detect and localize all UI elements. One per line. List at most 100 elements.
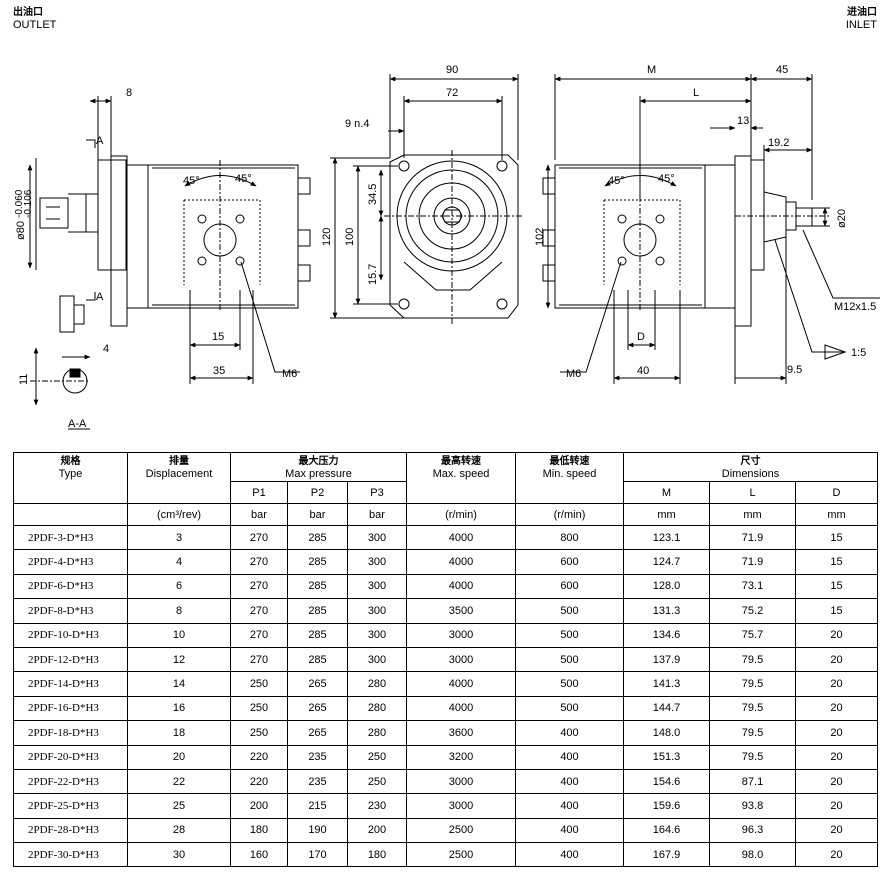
cell-displacement: 12 bbox=[127, 646, 231, 673]
header-dimensions: 尺寸 Dimensions bbox=[623, 452, 878, 482]
cell-type: 2PDF-28-D*H3 bbox=[13, 817, 128, 844]
header-maxspeed-cn: 最高转速 bbox=[441, 456, 481, 467]
header-type: 规格 Type bbox=[13, 452, 128, 504]
dim-72-text: 72 bbox=[446, 87, 458, 99]
cell-max-speed: 4000 bbox=[406, 671, 516, 697]
cell-p3: 250 bbox=[347, 744, 407, 770]
taper-text: 1:5 bbox=[851, 347, 866, 359]
cell-dim-l: 75.2 bbox=[709, 598, 796, 624]
dim-100-text: 100 bbox=[344, 228, 356, 246]
cell-p1: 250 bbox=[230, 695, 288, 722]
right-side-view bbox=[542, 74, 880, 384]
right-angle-1-text: 45° bbox=[608, 175, 625, 187]
cell-displacement: 6 bbox=[127, 573, 231, 600]
thread-m6-text: M6 bbox=[282, 368, 297, 380]
cell-p1: 180 bbox=[230, 817, 288, 844]
cell-p1: 220 bbox=[230, 744, 288, 770]
pump-drawing: 8 A A ø80 -0.060 -0.106 45° 45° 15 35 M6… bbox=[14, 64, 880, 430]
cell-dim-d: 20 bbox=[795, 622, 878, 648]
cell-type: 2PDF-14-D*H3 bbox=[13, 671, 128, 697]
outlet-label-cn: 出油口 bbox=[13, 7, 43, 18]
cell-max-speed: 3600 bbox=[406, 720, 516, 746]
cell-type: 2PDF-4-D*H3 bbox=[13, 549, 128, 575]
cell-min-speed: 800 bbox=[515, 524, 624, 551]
cell-min-speed: 400 bbox=[515, 842, 624, 868]
cell-p1: 160 bbox=[230, 842, 288, 868]
cell-p2: 235 bbox=[287, 768, 348, 795]
cell-p1: 270 bbox=[230, 598, 288, 624]
cell-dim-l: 79.5 bbox=[709, 744, 796, 770]
dim-90-text: 90 bbox=[446, 64, 458, 76]
cell-min-speed: 400 bbox=[515, 744, 624, 770]
cell-dim-m: 134.6 bbox=[623, 622, 710, 648]
cell-p2: 265 bbox=[287, 671, 348, 697]
cell-dim-l: 71.9 bbox=[709, 549, 796, 575]
cell-displacement: 10 bbox=[127, 622, 231, 648]
cell-min-speed: 500 bbox=[515, 695, 624, 722]
dim-40-text: 40 bbox=[637, 365, 649, 377]
header-maxspeed-en: Max. speed bbox=[432, 468, 490, 480]
section-a-top: A bbox=[96, 135, 104, 147]
cell-p3: 300 bbox=[347, 646, 407, 673]
cell-p2: 285 bbox=[287, 524, 348, 551]
cell-dim-m: 144.7 bbox=[623, 695, 710, 722]
dim-35-text: 35 bbox=[213, 365, 225, 377]
shaft-tol-top: -0.060 bbox=[14, 189, 25, 218]
cell-type: 2PDF-25-D*H3 bbox=[13, 793, 128, 819]
cell-type: 2PDF-8-D*H3 bbox=[13, 598, 128, 624]
cell-dim-m: 148.0 bbox=[623, 720, 710, 746]
shaft-tol-bottom: -0.106 bbox=[23, 189, 34, 218]
cell-type: 2PDF-30-D*H3 bbox=[13, 842, 128, 868]
cell-dim-l: 79.5 bbox=[709, 720, 796, 746]
cell-displacement: 28 bbox=[127, 817, 231, 844]
cell-dim-d: 20 bbox=[795, 842, 878, 868]
cell-dim-d: 20 bbox=[795, 720, 878, 746]
cell-p2: 285 bbox=[287, 573, 348, 600]
inlet-label-en: INLET bbox=[845, 19, 877, 31]
cell-p2: 265 bbox=[287, 720, 348, 746]
cell-dim-m: 159.6 bbox=[623, 793, 710, 819]
cell-p1: 250 bbox=[230, 671, 288, 697]
cell-type: 2PDF-20-D*H3 bbox=[13, 744, 128, 770]
inlet-label-cn: 进油口 bbox=[847, 7, 877, 18]
cell-p1: 270 bbox=[230, 622, 288, 648]
cell-dim-d: 20 bbox=[795, 671, 878, 697]
angle-1-text: 45° bbox=[183, 175, 200, 187]
cell-dim-d: 15 bbox=[795, 524, 878, 551]
cell-dim-d: 20 bbox=[795, 768, 878, 795]
cell-dim-m: 164.6 bbox=[623, 817, 710, 844]
cell-max-speed: 3000 bbox=[406, 646, 516, 673]
cell-displacement: 3 bbox=[127, 524, 231, 551]
header-min-speed: 最低转速 Min. speed bbox=[515, 452, 624, 504]
cell-min-speed: 500 bbox=[515, 622, 624, 648]
header-type-cn: 规格 bbox=[60, 456, 81, 467]
cell-dim-m: 128.0 bbox=[623, 573, 710, 600]
cell-displacement: 20 bbox=[127, 744, 231, 770]
cell-dim-m: 137.9 bbox=[623, 646, 710, 673]
header-type-en: Type bbox=[58, 468, 83, 480]
header-minspeed-en: Min. speed bbox=[542, 468, 597, 480]
cell-min-speed: 400 bbox=[515, 817, 624, 844]
dim-15-text: 15 bbox=[212, 331, 224, 343]
cell-dim-m: 123.1 bbox=[623, 524, 710, 551]
cell-displacement: 8 bbox=[127, 598, 231, 624]
cell-type: 2PDF-10-D*H3 bbox=[13, 622, 128, 648]
cell-dim-d: 20 bbox=[795, 793, 878, 819]
cell-min-speed: 400 bbox=[515, 768, 624, 795]
cell-min-speed: 600 bbox=[515, 573, 624, 600]
cell-p3: 180 bbox=[347, 842, 407, 868]
outlet-label: 出油口 OUTLET bbox=[13, 6, 56, 32]
cell-dim-d: 15 bbox=[795, 598, 878, 624]
cell-type: 2PDF-22-D*H3 bbox=[13, 768, 128, 795]
unit-l: mm bbox=[709, 503, 796, 526]
dim-m-text: M bbox=[647, 64, 656, 76]
header-disp-cn: 排量 bbox=[169, 456, 189, 467]
